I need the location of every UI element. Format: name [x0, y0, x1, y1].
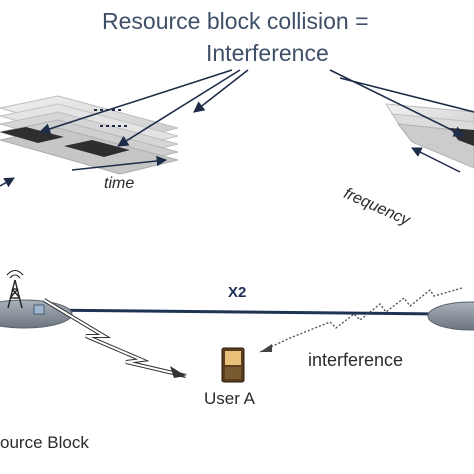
mobile-phone-icon — [221, 347, 245, 383]
collided-block-1 — [0, 127, 64, 143]
left-base-station — [0, 269, 73, 329]
collided-block-2 — [64, 140, 130, 157]
interference-signal — [259, 287, 463, 353]
interference-label: interference — [308, 350, 404, 370]
equipment-box — [33, 304, 45, 315]
time-axis-arrow — [71, 155, 168, 171]
collision-callout-arrows — [38, 69, 474, 147]
time-axis-label: time — [104, 175, 135, 192]
title-line-1: Resource block collision = — [102, 8, 369, 34]
antenna-tower-icon — [6, 269, 24, 309]
lightning-bolt-icon — [42, 298, 187, 378]
x2-link-label: X2 — [228, 284, 247, 301]
resource-block-label: ource Block — [0, 433, 89, 452]
right-resource-grid — [385, 103, 474, 169]
title-line-2: Interference — [206, 40, 329, 66]
left-resource-grid — [0, 95, 179, 175]
right-base-station-icon — [427, 301, 474, 331]
frequency-axis-arrow — [411, 147, 461, 173]
x2-link — [35, 308, 441, 316]
left-axis-arrow — [0, 177, 15, 188]
user-a-label: User A — [204, 389, 256, 408]
